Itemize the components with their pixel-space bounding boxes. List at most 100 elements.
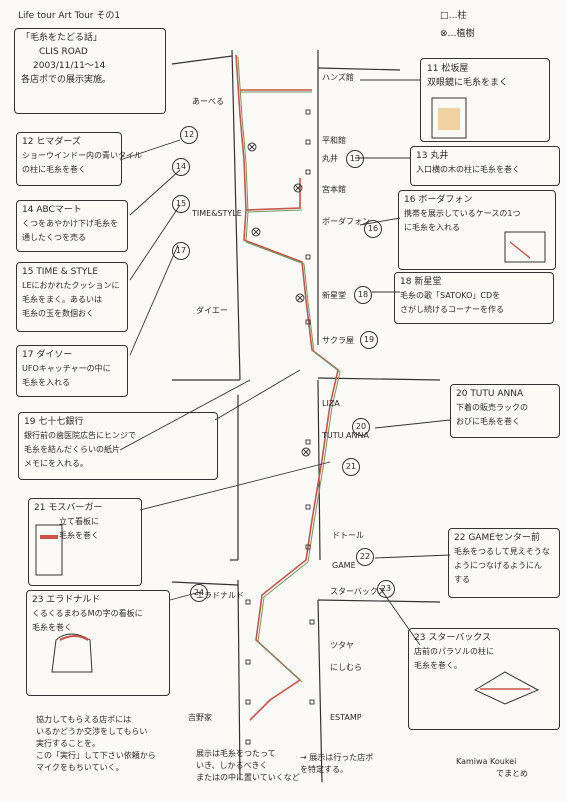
map-number: 23 [377, 580, 395, 598]
street-label: 吉野家 [188, 713, 212, 722]
street-label: ボーダフォン [322, 217, 370, 226]
annotation-16: 16 ボーダフォン 携帯を展示しているケースの1つ に毛糸を入れる [398, 190, 556, 270]
street-label: GAME [332, 561, 356, 570]
street-label: 丸井 [322, 154, 338, 163]
annotation-title: 23 スターバックス [414, 633, 491, 643]
signature-line: でまとめ [496, 769, 528, 778]
street-label: TIME&STYLE [192, 209, 242, 218]
map-number: 14 [172, 158, 190, 176]
annotation-text: ようにつなげるようにん [454, 561, 542, 570]
street-label: 新星堂 [322, 291, 346, 300]
footer-line: この「実行」して下さい依頼から [36, 751, 156, 760]
annotation-title: 16 ボーダフォン [404, 195, 473, 205]
annotation-12: 12 ヒマダーズ ショーウインドー内の青いタイル の柱に毛糸を巻く [16, 132, 142, 186]
annotation-19: 19 七十七銀行 銀行前の歯医院広告にヒンジで 毛糸を結んだくらいの紙片 メモに… [18, 412, 218, 480]
annotation-text: 毛糸の歌「SATOKO」CDを [400, 291, 501, 300]
map-number: 12 [180, 126, 198, 144]
annotation-text: くつをあやかけ下げ毛糸を [22, 219, 118, 228]
annotation-text: 毛糸を巻く [32, 623, 72, 632]
map-number: 17 [172, 242, 190, 260]
map-number: 16 [364, 220, 382, 238]
street-label: ESTAMP [330, 713, 362, 722]
annotation-title: 23 エラドナルド [32, 595, 101, 605]
annotation-18: 18 新星堂 毛糸の歌「SATOKO」CDを さがし続けるコーナーを作る [394, 272, 554, 324]
street-label: ドトール [332, 531, 364, 540]
map-number: 20 [352, 418, 370, 436]
annotation-text: の柱に毛糸を巻く [22, 165, 86, 174]
street-label: ダイエー [196, 306, 228, 315]
annotation-text: 通したくつを売る [22, 233, 86, 242]
street-label: ツタヤ [330, 641, 354, 650]
footer-note-middle2: → 展示は行った店ポ を特定する。 [300, 752, 373, 776]
annotation-title: 13 丸井 [416, 151, 449, 161]
annotation-text: UFOキャッチャーの中に [22, 364, 111, 373]
annotation-22: 22 GAMEセンター前 毛糸をつるして見えそうな ようにつなげるようにん する [448, 528, 560, 598]
annotation-text: 入口横の木の柱に毛糸を巻く [416, 165, 520, 174]
annotation-title: 11 松坂屋 [427, 64, 469, 74]
annotation-11: 11 松坂屋 双眼鏡に毛糸をまく [420, 58, 550, 142]
footer-line: マイクをもちいていく。 [36, 763, 124, 772]
legend-tree: ⊗…植樹 [440, 29, 475, 39]
header-line1: Life tour Art Tour その1 [18, 11, 121, 21]
annotation-text: 毛糸を巻く。 [414, 661, 462, 670]
street-label: ハンズ館 [322, 73, 354, 82]
annotation-text: 毛糸を巻く [59, 531, 99, 540]
header-title: 「毛糸をたどる話」 [21, 33, 103, 43]
annotation-text: 店前のパラソルの柱に [414, 647, 494, 656]
footer-line: → 展示は行った店ポ [300, 753, 374, 762]
annotation-title: 14 ABCマート [22, 205, 82, 215]
street-label: にしむら [330, 663, 362, 672]
street-label: スターバックス [330, 587, 386, 596]
annotation-title: 21 モスバーガー [34, 503, 103, 513]
annotation-text: 下着の販売ラックの [456, 403, 528, 412]
map-number: 13 [346, 150, 364, 168]
street-label: TUTU ANNA [322, 431, 369, 440]
header-note: 各店ポでの展示実施。 [21, 75, 112, 85]
annotation-20: 20 TUTU ANNA 下着の販売ラックの おびに毛糸を巻く [450, 384, 560, 438]
annotation-text: 銀行前の歯医院広告にヒンジで [24, 431, 136, 440]
annotation-text: する [454, 575, 470, 584]
header-road: CLIS ROAD [39, 47, 88, 57]
annotation-text: くるくるまわるMの字の看板に [32, 609, 143, 618]
footer-note-left: 協力してもらえる店ポには いるかどうか交渉をしてもらい 実行することを。 この「… [36, 714, 156, 774]
annotation-text: 毛糸をまく。あるいは [22, 295, 102, 304]
annotation-title: 18 新星堂 [400, 277, 442, 287]
map-number: 21 [342, 458, 360, 476]
footer-note-middle: 展示は毛糸をつたって いき、しかるべきく またはの中に置いていくなど [196, 748, 300, 784]
annotation-24: 23 スターバックス 店前のパラソルの柱に 毛糸を巻く。 [408, 628, 560, 730]
annotation-21: 21 モスバーガー 立て看板に 毛糸を巻く [28, 498, 142, 586]
annotation-text: 携帯を展示しているケースの1つ [404, 209, 521, 218]
footer-line: いき、しかるべきく [196, 761, 268, 770]
annotation-text: さがし続けるコーナーを作る [400, 305, 504, 314]
map-number: 24 [190, 584, 208, 602]
annotation-14: 14 ABCマート くつをあやかけ下げ毛糸を 通したくつを売る [16, 200, 128, 252]
annotation-text: 毛糸を入れる [22, 378, 70, 387]
footer-line: 協力してもらえる店ポには [36, 715, 132, 724]
map-number: 22 [356, 548, 374, 566]
street-label: あーべる [192, 97, 224, 106]
legend-pillar: □…柱 [440, 11, 467, 21]
map-number: 18 [354, 286, 372, 304]
annotation-text: 双眼鏡に毛糸をまく [427, 78, 509, 88]
street-label: 平和館 [322, 136, 346, 145]
map-number: 19 [360, 331, 378, 349]
footer-line: いるかどうか交渉をしてもらい [36, 727, 148, 736]
annotation-text: 毛糸をつるして見えそうな [454, 547, 550, 556]
annotation-13: 13 丸井 入口横の木の柱に毛糸を巻く [410, 146, 560, 186]
annotation-text: 毛糸の玉を数個おく [22, 309, 94, 318]
footer-line: 実行することを。 [36, 739, 100, 748]
title-box: 「毛糸をたどる話」 CLIS ROAD 2003/11/11〜14 各店ポでの展… [14, 28, 166, 114]
annotation-title: 20 TUTU ANNA [456, 389, 524, 399]
annotation-text: 立て看板に [59, 517, 99, 526]
annotation-17: 17 ダイソー UFOキャッチャーの中に 毛糸を入れる [16, 345, 128, 397]
annotation-title: 19 七十七銀行 [24, 417, 84, 427]
annotation-title: 15 TIME & STYLE [22, 267, 99, 277]
street-label: 宮本館 [322, 185, 346, 194]
footer-line: 展示は毛糸をつたって [196, 749, 276, 758]
street-label: LIZA [322, 399, 340, 408]
street-label: エラドナルド [196, 591, 244, 600]
signature-line: Kamiwa Koukei [456, 757, 517, 766]
annotation-title: 22 GAMEセンター前 [454, 533, 540, 543]
map-number: 15 [172, 195, 190, 213]
